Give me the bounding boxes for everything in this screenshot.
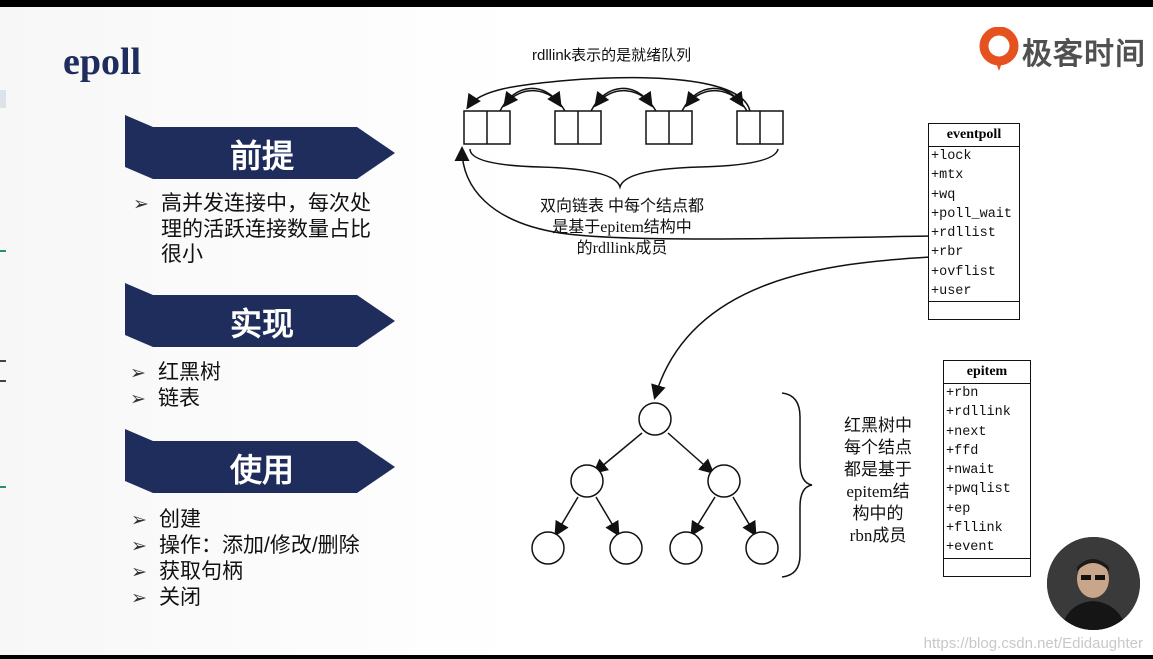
arrow-outline-icon: ➢: [130, 363, 146, 384]
list-item: 很小: [133, 242, 371, 267]
slide-title: epoll: [63, 41, 142, 83]
list-item: ➢ 关闭: [131, 585, 360, 611]
class-field: +rbn: [946, 386, 979, 401]
section-label: 使用: [230, 452, 295, 488]
note-line: rbn成员: [849, 526, 907, 545]
class-field: +wq: [931, 187, 956, 203]
class-field: +rdllink: [946, 405, 1011, 421]
section-banner-premise: 前提: [125, 115, 397, 179]
list-item: ➢ 红黑树: [130, 360, 221, 386]
class-field: +rbr: [931, 245, 964, 261]
bullet-text: 创建: [159, 508, 201, 531]
epoll-diagram: [454, 76, 931, 578]
class-field: +rdllist: [931, 226, 996, 242]
watermark: https://blog.csdn.net/Edidaughter: [923, 635, 1143, 652]
bullet-text: 高并发连接中，每次处: [161, 192, 371, 215]
list-item: 理的活跃连接数量占比: [133, 217, 371, 242]
class-name: epitem: [944, 361, 1030, 384]
class-methods: [929, 301, 1019, 319]
class-field: +pwqlist: [946, 482, 1011, 498]
arrow-outline-icon: ➢: [130, 389, 146, 410]
section-label: 实现: [230, 306, 295, 342]
note-line: 红黑树中: [844, 416, 912, 435]
class-methods: [944, 557, 1030, 576]
section-label: 前提: [230, 138, 295, 174]
bullet-list-premise: ➢ 高并发连接中，每次处 理的活跃连接数量占比 很小: [133, 191, 371, 267]
bullet-text: 关闭: [159, 586, 201, 609]
class-field: +ffd: [946, 443, 979, 459]
class-field: +event: [946, 540, 995, 556]
red-black-tree: [531, 402, 779, 565]
class-field: +next: [946, 424, 987, 440]
banner-shape: [125, 115, 395, 179]
list-item: ➢ 操作：添加/修改/删除: [131, 533, 360, 559]
banner-shape: [125, 429, 395, 493]
class-field: +poll_wait: [931, 206, 1013, 222]
list-item: ➢ 高并发连接中，每次处: [133, 191, 371, 217]
note-line: 是基于epitem结构中: [552, 219, 692, 236]
bullet-text: 链表: [158, 387, 200, 410]
section-banner-implementation: 实现: [125, 283, 397, 347]
brand-logo-icon: [979, 26, 1019, 71]
bullet-list-usage: ➢ 创建 ➢ 操作：添加/修改/删除 ➢ 获取句柄 ➢ 关闭: [131, 507, 360, 611]
arrow-outline-icon: ➢: [131, 536, 147, 557]
class-field: +nwait: [946, 463, 995, 479]
linked-list: [454, 76, 931, 400]
class-field: +user: [931, 284, 972, 300]
presenter-webcam: [1047, 537, 1140, 630]
brand-logo: [978, 26, 1022, 73]
class-field: +lock: [931, 149, 972, 164]
note-line: 每个结点: [844, 438, 912, 457]
note-line: 构中的: [852, 504, 904, 523]
tree-note: 红黑树中 每个结点 都是基于 epitem结 构中的 rbn成员: [828, 415, 928, 547]
epitem-class-box: epitem +rbn +rdllink +next +ffd +nwait +…: [943, 360, 1031, 577]
rdllink-caption: rdllink表示的是就绪队列: [532, 47, 692, 64]
bullet-text: 很小: [161, 243, 203, 266]
note-line: 的rdllink成员: [576, 240, 668, 257]
note-line: 都是基于: [844, 460, 912, 479]
arrow-outline-icon: ➢: [131, 510, 147, 531]
left-edge-strip: [0, 90, 10, 510]
arrow-outline-icon: ➢: [131, 588, 147, 609]
linked-list-note: 双向链表 中每个结点都 是基于epitem结构中 的rdllink成员: [527, 196, 717, 259]
bullet-text: 操作：添加/修改/删除: [159, 534, 360, 557]
class-field: +ep: [946, 501, 971, 517]
section-banner-usage: 使用: [125, 429, 397, 493]
bullet-text: 红黑树: [158, 361, 221, 384]
presenter-avatar-icon: [1047, 537, 1140, 630]
arrow-outline-icon: ➢: [131, 562, 147, 583]
tree-brace: [781, 392, 813, 578]
class-field: +ovflist: [931, 264, 996, 280]
list-item: ➢ 创建: [131, 507, 360, 533]
list-item: ➢ 获取句柄: [131, 559, 360, 585]
banner-shape: [125, 283, 395, 347]
bullet-text: 获取句柄: [159, 560, 243, 583]
class-field: +fllink: [946, 521, 1003, 537]
arrow-outline-icon: ➢: [133, 194, 149, 215]
slide: epoll 极客时间 前提 实现 使用 ➢ 高并发连接中，每次处 理的活跃连接数量…: [0, 7, 1153, 655]
list-item: ➢ 链表: [130, 386, 221, 412]
brand-name: 极客时间: [1022, 38, 1146, 71]
class-field: +mtx: [931, 168, 964, 184]
eventpoll-class-box: eventpoll +lock +mtx +wq +poll_wait +rdl…: [928, 123, 1020, 321]
note-line: 双向链表 中每个结点都: [539, 198, 704, 215]
bullet-list-implementation: ➢ 红黑树 ➢ 链表: [130, 360, 221, 412]
note-line: epitem结: [846, 482, 910, 501]
class-name: eventpoll: [929, 124, 1019, 147]
bullet-text: 理的活跃连接数量占比: [161, 218, 371, 241]
